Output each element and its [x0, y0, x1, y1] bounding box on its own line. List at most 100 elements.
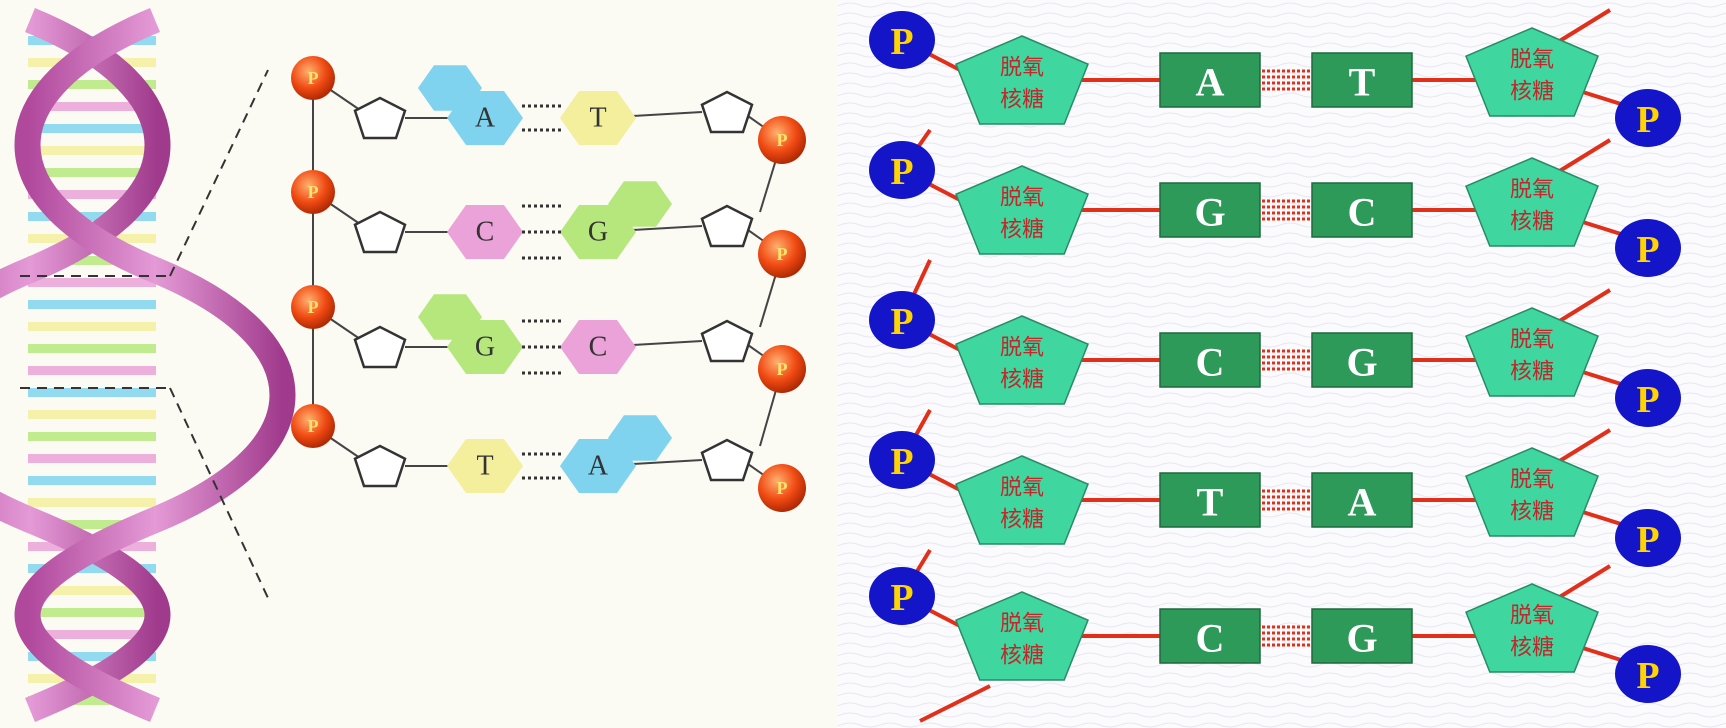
- sugar-base-bond: [631, 111, 703, 117]
- helix-rung: [28, 124, 156, 133]
- phosphate-right-label: P: [1636, 99, 1659, 141]
- deoxyribose-left: [955, 165, 1089, 255]
- base-right-label: A: [588, 451, 609, 482]
- phosphate-left: [869, 431, 935, 489]
- base-right-hexagon: [560, 439, 636, 493]
- deoxyribose-right-label-line1: 脱氧: [1510, 604, 1554, 629]
- base-right-hexagon: [560, 320, 636, 374]
- sugar-base-bond: [631, 340, 703, 346]
- base-right-hexagon: [560, 205, 636, 259]
- deoxyribose-ring-right: [700, 204, 754, 248]
- base-right-label: G: [1346, 616, 1377, 661]
- phosphate-right-label: P: [1636, 655, 1659, 697]
- sugar-base-bond: [631, 459, 703, 465]
- base-left-label: C: [476, 217, 495, 248]
- phosphate-left-label: P: [890, 21, 913, 63]
- phosphate-left: [869, 141, 935, 199]
- helix-rung: [28, 388, 156, 397]
- phosphate-right-label: P: [777, 478, 788, 498]
- base-right-hexagon: [560, 91, 636, 145]
- base-left: [1159, 332, 1261, 388]
- phosphate-right-label: P: [777, 359, 788, 379]
- deoxyribose-right: [1465, 307, 1599, 397]
- deoxyribose-right: [1465, 27, 1599, 117]
- deoxyribose-ring-left: [353, 210, 407, 254]
- helix-rung: [28, 608, 156, 617]
- helix-rung: [28, 432, 156, 441]
- base-right-label: G: [588, 217, 608, 248]
- base-right-label: T: [589, 103, 606, 134]
- deoxyribose-left-label-line2: 核糖: [1000, 368, 1044, 393]
- deoxyribose-left-label-line2: 核糖: [1000, 88, 1044, 113]
- deoxyribose-ring-right: [700, 90, 754, 134]
- deoxyribose-right-label-line2: 核糖: [1510, 210, 1554, 235]
- phosphate-left-label: P: [308, 182, 319, 202]
- phosphate-right: [1615, 219, 1681, 277]
- base-left: [1159, 52, 1261, 108]
- phosphate-left: [869, 11, 935, 69]
- deoxyribose-left-label-line1: 脱氧: [1000, 612, 1044, 637]
- helix-rung: [28, 696, 156, 705]
- zoom-guide-lines: [20, 69, 269, 599]
- base-right: [1311, 472, 1413, 528]
- helix-strand-back: [0, 7, 171, 723]
- phosphate-left-label: P: [890, 441, 913, 483]
- phosphate-right: [1615, 89, 1681, 147]
- deoxyribose-left: [955, 591, 1089, 681]
- base-left-label: T: [1197, 480, 1224, 525]
- base-left-label: C: [1196, 616, 1225, 661]
- helix-rung: [28, 586, 156, 595]
- deoxyribose-right-label-line2: 核糖: [1510, 500, 1554, 525]
- helix-base-rungs: [28, 36, 156, 705]
- helix-strand-front: [14, 7, 296, 723]
- phosphate-left-label: P: [308, 416, 319, 436]
- helix-rung: [28, 102, 156, 111]
- phosphate-right-label: P: [777, 130, 788, 150]
- deoxyribose-right-label-line2: 核糖: [1510, 80, 1554, 105]
- deoxyribose-left: [955, 315, 1089, 405]
- nucleotide-pair-row: P P A T: [291, 56, 806, 213]
- phosphate-left: [291, 170, 335, 214]
- phosphate-right: [758, 116, 806, 164]
- phosphate-left: [869, 291, 935, 349]
- nucleotide-pair-row: P P C G: [291, 170, 806, 328]
- phosphate-left: [291, 56, 335, 100]
- helix-rung: [28, 278, 156, 287]
- deoxyribose-ring-left: [353, 96, 407, 140]
- deoxyribose-left-label-line1: 脱氧: [1000, 476, 1044, 501]
- deoxyribose-right-label-line1: 脱氧: [1510, 328, 1554, 353]
- helix-rung: [28, 454, 156, 463]
- base-left-label: A: [1196, 60, 1225, 105]
- deoxyribose-right-label-line2: 核糖: [1510, 360, 1554, 385]
- deoxyribose-ring-right: [700, 319, 754, 363]
- base-left-label: A: [475, 103, 496, 134]
- helix-rung: [28, 190, 156, 199]
- phosphate-right-label: P: [1636, 519, 1659, 561]
- base-right-label: T: [1349, 60, 1376, 105]
- phosphate-right: [758, 345, 806, 393]
- deoxyribose-right: [1465, 583, 1599, 673]
- deoxyribose-right: [1465, 447, 1599, 537]
- phosphate-left-label: P: [890, 301, 913, 343]
- base-left-hexagon: [447, 205, 523, 259]
- base-left-purine-ring: [418, 65, 482, 111]
- double-helix-illustration: [0, 7, 296, 723]
- deoxyribose-right-label-line1: 脱氧: [1510, 48, 1554, 73]
- phosphate-left-label: P: [308, 297, 319, 317]
- base-right: [1311, 332, 1413, 388]
- phosphate-right: [1615, 645, 1681, 703]
- helix-rung: [28, 80, 156, 89]
- phosphate-left: [869, 567, 935, 625]
- deoxyribose-left-label-line2: 核糖: [1000, 644, 1044, 669]
- phosphate-left: [291, 404, 335, 448]
- base-right: [1311, 182, 1413, 238]
- deoxyribose-right-label-line1: 脱氧: [1510, 468, 1554, 493]
- deoxyribose-left-label-line2: 核糖: [1000, 508, 1044, 533]
- helix-rung: [28, 212, 156, 221]
